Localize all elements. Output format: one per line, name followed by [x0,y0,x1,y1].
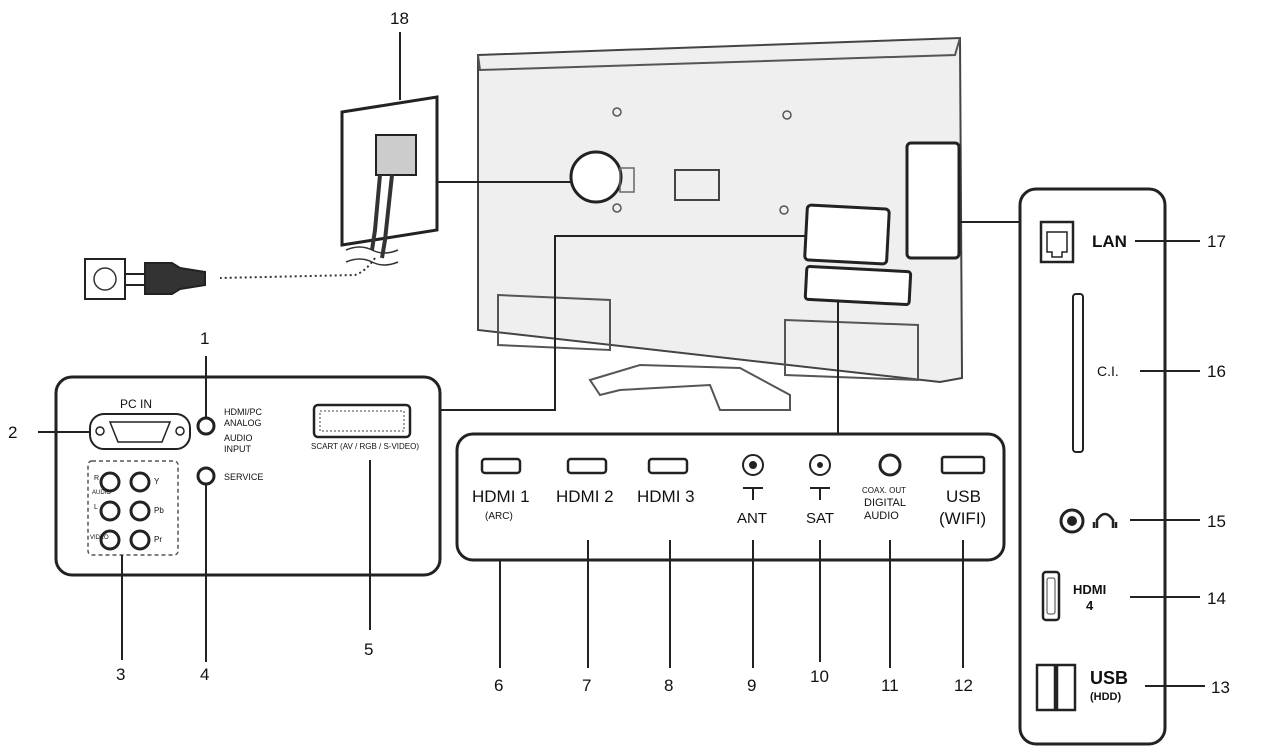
hdmi-pc-label-line4: INPUT [224,444,251,454]
hdmi-pc-label-line3: AUDIO [224,433,253,443]
hdmi2-label: HDMI 2 [556,487,614,506]
scart-port [312,403,412,439]
tv-rear-connector-block [803,264,913,307]
digital-label: DIGITAL [864,497,906,509]
power-inlet [569,150,623,204]
callout-16: 16 [1207,362,1226,381]
hdmi3-label: HDMI 3 [637,487,695,506]
y-label: Y [154,477,160,486]
tv-rear-connector-block [905,141,961,260]
sat-port [809,454,831,476]
side-connector-panel [1018,187,1167,746]
digital-audio-label: AUDIO [864,510,899,522]
scart-label: SCART (AV / RGB / S-VIDEO) [311,442,420,451]
hdmi4-label-line1: HDMI [1073,582,1107,597]
ci-slot [1072,293,1084,453]
callout-1: 1 [200,329,210,348]
usb-hdd-port [1035,663,1057,712]
pb-label: Pb [154,506,164,515]
pr-label: Pr [154,535,162,544]
bottom-connector-panel [455,432,1006,562]
callout-8: 8 [664,676,674,695]
callout-13: 13 [1211,678,1230,697]
ant-label: ANT [737,510,767,527]
power-socket-icon [84,258,126,300]
callout-9: 9 [747,676,757,695]
callout-11: 11 [881,676,899,695]
usb-wifi-label: USB [946,487,981,506]
hdmi2-port [566,457,608,475]
callout-6: 6 [494,676,504,695]
hdmi1-label: HDMI 1 [472,487,530,506]
callout-7: 7 [582,676,592,695]
usb-wifi-port [940,455,986,475]
hdmi-pc-label-line1: HDMI/PC [224,407,262,417]
lan-port-icon [1039,220,1075,264]
callout-5: 5 [364,640,374,659]
callout-3: 3 [116,665,126,684]
callout-14: 14 [1207,589,1226,608]
antenna-icon [743,487,830,500]
coax-out-port [878,453,902,477]
usb-wifi-sub-label: (WIFI) [939,509,987,528]
headphones-icon [1092,512,1118,528]
tv-rear-connector-block [803,203,891,266]
headphone-jack [1059,508,1085,534]
hdmi1-port [480,457,522,475]
callout-15: 15 [1207,512,1226,531]
coax-out-label: COAX. OUT [862,486,907,495]
hdmi3-port [647,457,689,475]
callout-18: 18 [390,9,409,28]
usb-hdd-sub-label: (HDD) [1090,691,1122,703]
left-connector-panel [54,375,442,577]
power-plug-icon [144,262,206,295]
audio-label: AUDIO [92,490,112,496]
usb-hdd-label: USB [1090,668,1129,688]
callout-12: 12 [954,676,973,695]
hdmi4-port [1041,570,1061,622]
component-input-group [87,460,179,556]
pc-in-label: PC IN [120,397,153,411]
hdmi4-label-line2: 4 [1086,598,1094,613]
callout-10: 10 [810,667,829,686]
callout-17: 17 [1207,232,1226,251]
callout-4: 4 [200,665,210,684]
audio-l-label: L [94,504,98,511]
audio-r-label: R [94,475,100,482]
lan-label: LAN [1092,232,1127,251]
service-label: SERVICE [224,472,264,482]
callout-2: 2 [8,423,18,442]
hdmi-pc-label-line2: ANALOG [224,418,262,428]
ci-label: C.I. [1097,363,1119,379]
hdmi1-arc-label: (ARC) [485,511,513,522]
service-port [196,466,216,486]
video-label: VIDEO [90,535,109,541]
ant-port [742,454,764,476]
sat-label: SAT [806,510,835,527]
